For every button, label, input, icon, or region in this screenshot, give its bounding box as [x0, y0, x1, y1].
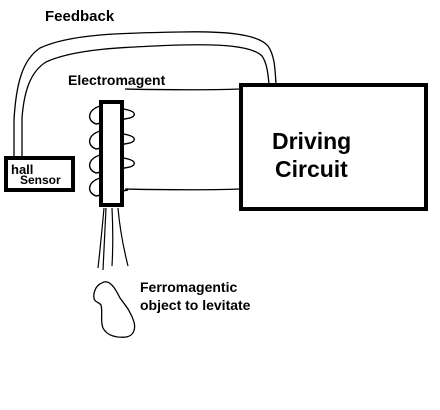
ferromagnetic-object [93, 281, 136, 338]
driving-circuit-label-line-1: Driving [272, 128, 352, 154]
ferromagnetic-object-label: Ferromagentic object to levitate [140, 278, 250, 314]
hall-label: hall [11, 162, 34, 177]
magnetic-field-lines [97, 207, 129, 271]
object-label-line-2: object to levitate [140, 297, 251, 313]
feedback-wire-outer [13, 31, 277, 161]
object-label-line-1: Ferromagentic [140, 279, 238, 295]
electromagnet-label: Electromagent [68, 72, 166, 88]
bottom-connection-wire [124, 188, 242, 191]
driving-circuit-label: Driving Circuit [272, 127, 351, 183]
driving-circuit-label-line-2: Circuit [275, 156, 348, 182]
feedback-label: Feedback [45, 8, 115, 25]
driving-circuit-box [239, 83, 428, 211]
sensor-label: Sensor [20, 173, 61, 187]
feedback-wire-inner [21, 44, 270, 161]
electromagnet-core [99, 100, 124, 207]
top-connection-wire [124, 88, 242, 91]
coil-windings [89, 103, 135, 197]
hall-sensor-box [4, 156, 75, 192]
